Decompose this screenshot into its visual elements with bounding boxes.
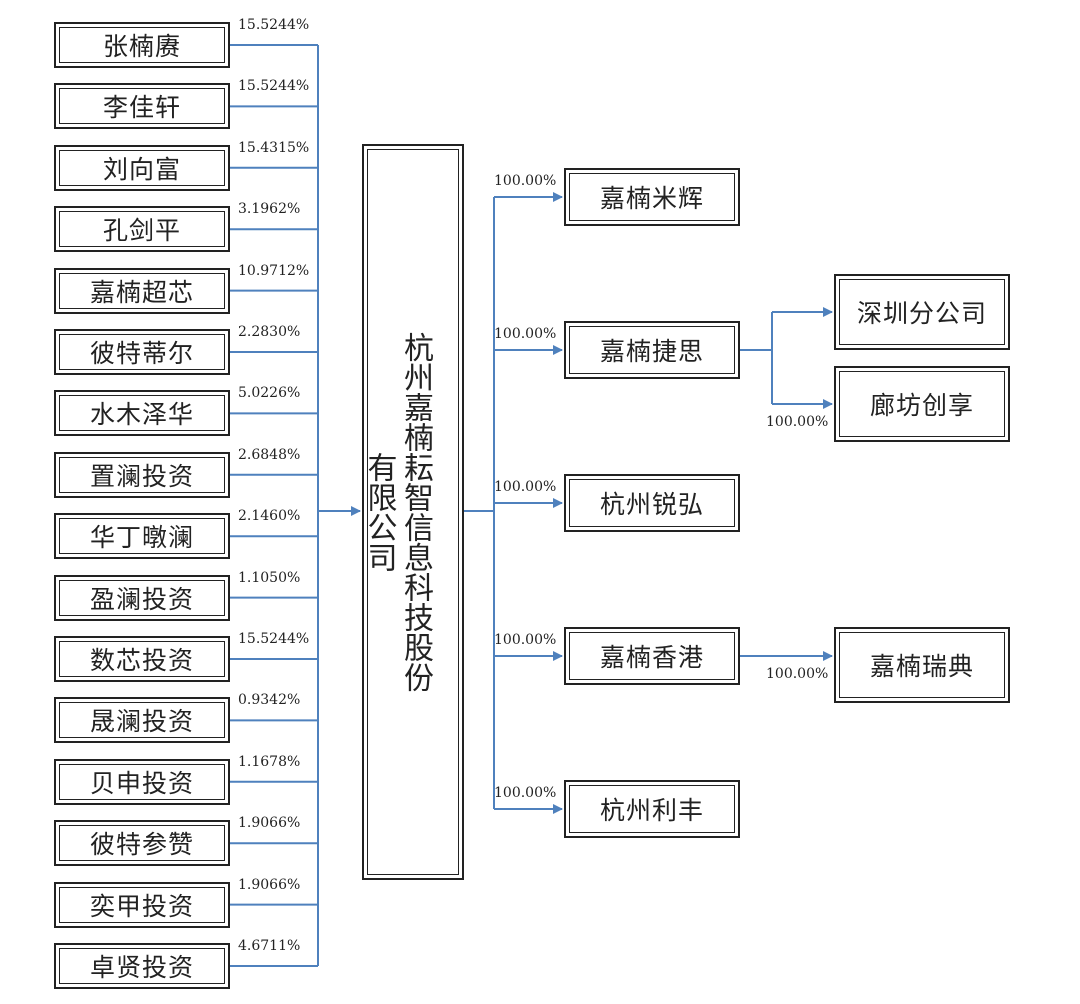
grandchild-name: 廊坊创享 [869, 391, 974, 420]
shareholder-name: 盈澜投资 [89, 584, 194, 614]
shareholder-pct: 2.6848% [238, 446, 301, 463]
shareholder-box: 华丁暾澜 [54, 513, 230, 560]
shareholder-pct: 4.6711% [238, 938, 301, 954]
subsidiary-pct: 100.00% [494, 326, 557, 342]
shareholder-box: 张楠赓 [54, 22, 230, 68]
shareholder-pct: 5.0226% [238, 385, 301, 402]
shareholder-name: 嘉楠超芯 [89, 277, 194, 307]
shareholder-pct: 1.9066% [238, 876, 301, 893]
shareholder-box: 奕甲投资 [54, 881, 230, 928]
shareholder-pct: 1.1678% [238, 753, 301, 770]
grandchild-pct: 100.00% [766, 666, 829, 682]
shareholder-box: 李佳轩 [54, 83, 230, 130]
subsidiary-box: 杭州利丰 [564, 780, 740, 838]
shareholder-box: 水木泽华 [54, 390, 230, 437]
shareholder-pct: 15.5244% [238, 17, 310, 33]
shareholder-box: 置澜投资 [54, 451, 230, 498]
company-name: 杭州嘉楠耘智信息科技股份有限公司 [361, 332, 434, 692]
grandchild-box: 廊坊创享 [834, 366, 1010, 442]
shareholder-box: 贝申投资 [54, 758, 230, 805]
grandchild-box: 嘉楠瑞典 [834, 627, 1010, 703]
subsidiary-name: 杭州利丰 [599, 796, 704, 825]
subsidiary-pct: 100.00% [494, 785, 557, 801]
shareholder-box: 卓贤投资 [54, 943, 230, 989]
subsidiary-name: 嘉楠捷思 [599, 337, 704, 366]
subsidiary-box: 嘉楠捷思 [564, 321, 740, 379]
subsidiary-name: 嘉楠米辉 [599, 184, 704, 213]
grandchild-name: 嘉楠瑞典 [869, 652, 974, 681]
shareholder-pct: 1.1050% [238, 569, 301, 586]
shareholder-name: 贝申投资 [89, 768, 194, 798]
shareholder-name: 华丁暾澜 [89, 523, 194, 553]
shareholder-box: 孔剑平 [54, 206, 230, 253]
shareholder-box: 数芯投资 [54, 636, 230, 682]
shareholder-name: 孔剑平 [102, 216, 181, 246]
company-box: 杭州嘉楠耘智信息科技股份有限公司 [362, 144, 464, 880]
subsidiary-box: 嘉楠米辉 [564, 168, 740, 226]
shareholder-box: 彼特参赞 [54, 820, 230, 867]
shareholder-pct: 1.9066% [238, 815, 301, 832]
shareholder-name: 水木泽华 [89, 400, 194, 430]
shareholder-pct: 10.9712% [238, 262, 310, 279]
shareholder-pct: 3.1962% [238, 201, 301, 218]
shareholder-box: 刘向富 [54, 144, 230, 191]
shareholder-name: 刘向富 [102, 154, 181, 184]
grandchild-name: 深圳分公司 [856, 299, 987, 328]
shareholder-box: 盈澜投资 [54, 574, 230, 621]
subsidiary-pct: 100.00% [494, 173, 557, 189]
shareholder-name: 彼特参赞 [89, 830, 194, 860]
shareholder-name: 李佳轩 [102, 93, 181, 123]
shareholder-name: 卓贤投资 [89, 953, 194, 982]
shareholder-pct: 2.1460% [238, 508, 301, 525]
shareholder-box: 彼特蒂尔 [54, 329, 230, 375]
shareholder-box: 晟澜投资 [54, 697, 230, 744]
subsidiary-pct: 100.00% [494, 632, 557, 648]
shareholder-pct: 15.4315% [238, 139, 310, 156]
subsidiary-pct: 100.00% [494, 479, 557, 495]
shareholder-name: 置澜投资 [89, 461, 194, 491]
shareholder-pct: 15.5244% [238, 631, 310, 647]
subsidiary-box: 嘉楠香港 [564, 627, 740, 685]
shareholder-name: 奕甲投资 [89, 891, 194, 921]
shareholder-name: 晟澜投资 [89, 707, 194, 737]
shareholder-name: 彼特蒂尔 [89, 339, 194, 368]
shareholder-pct: 15.5244% [238, 78, 310, 95]
subsidiary-name: 嘉楠香港 [599, 643, 704, 672]
subsidiary-box: 杭州锐弘 [564, 474, 740, 532]
shareholder-pct: 0.9342% [238, 692, 301, 709]
shareholder-pct: 2.2830% [238, 324, 301, 340]
shareholder-box: 嘉楠超芯 [54, 267, 230, 314]
shareholder-name: 张楠赓 [102, 32, 181, 61]
grandchild-box: 深圳分公司 [834, 274, 1010, 350]
shareholder-name: 数芯投资 [89, 646, 194, 675]
subsidiary-name: 杭州锐弘 [599, 490, 704, 519]
grandchild-pct: 100.00% [766, 414, 829, 430]
